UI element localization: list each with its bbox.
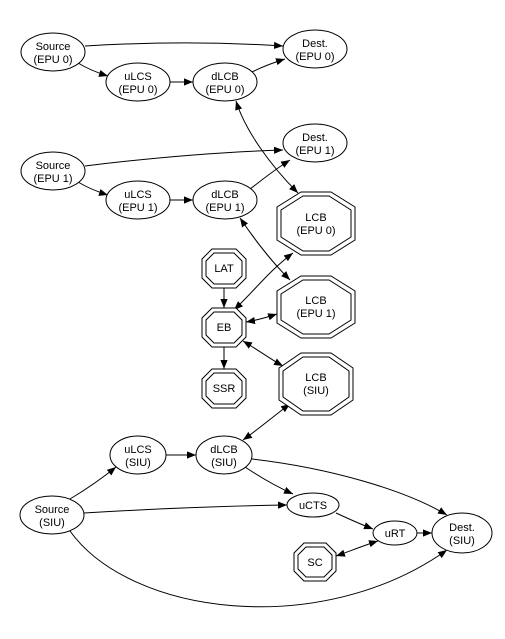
edge-dlcb-siu-to-ucts (244, 466, 294, 495)
edge-source-epu0-to-ulcs-epu0 (77, 62, 109, 77)
node-label: uCTS (299, 500, 327, 512)
node-sublabel: (EPU 0) (118, 84, 157, 96)
node-source-epu0[interactable]: Source (EPU 0) (20, 32, 86, 72)
node-label: LCB (305, 372, 326, 384)
node-lcb-epu1[interactable]: LCB (EPU 1) (276, 275, 356, 339)
node-sublabel: (EPU 1) (205, 202, 244, 214)
node-dlcb-epu0[interactable]: dLCB (EPU 0) (192, 62, 258, 102)
node-label: Source (36, 160, 71, 172)
node-lcb-epu0[interactable]: LCB (EPU 0) (276, 191, 356, 256)
edge-dlcb-siu-to-lcb-siu (242, 403, 291, 441)
node-label: dLCB (210, 444, 238, 456)
node-sublabel: (SIU) (303, 385, 329, 397)
edge-eb-to-lcb-epu1 (245, 313, 278, 325)
edge-source-siu-to-ulcs-siu (69, 466, 117, 500)
node-label: LCB (305, 212, 326, 224)
edge-dlcb-epu1-to-dest-epu1 (249, 159, 291, 190)
node-label: uLCS (124, 189, 152, 201)
node-ulcs-epu0[interactable]: uLCS (EPU 0) (105, 62, 171, 102)
edge-eb-to-lcb-siu (242, 340, 284, 367)
node-dest-epu1[interactable]: Dest. (EPU 1) (282, 123, 348, 163)
node-eb[interactable]: EB (201, 307, 247, 348)
node-source-epu1[interactable]: Source (EPU 1) (20, 151, 86, 191)
edge-source-siu-to-dest-siu (69, 530, 448, 608)
node-dlcb-siu[interactable]: dLCB (SIU) (195, 435, 253, 475)
edge-source-epu0-to-dest-epu0 (84, 41, 284, 50)
node-label: SC (307, 557, 322, 569)
node-label: Dest. (302, 132, 328, 144)
node-ulcs-epu1[interactable]: uLCS (EPU 1) (105, 180, 171, 220)
node-dlcb-epu1[interactable]: dLCB (EPU 1) (192, 180, 258, 220)
node-sublabel: (EPU 0) (205, 84, 244, 96)
node-sublabel: (EPU 0) (33, 54, 72, 66)
node-sublabel: (EPU 1) (296, 308, 335, 320)
node-ulcs-siu[interactable]: uLCS (SIU) (109, 435, 167, 475)
node-label: uRT (385, 528, 406, 540)
node-sc[interactable]: SC (293, 542, 337, 582)
node-label: dLCB (211, 189, 239, 201)
node-sublabel: (EPU 1) (295, 145, 334, 157)
node-sublabel: (EPU 0) (296, 225, 335, 237)
node-label: Dest. (302, 38, 328, 50)
edges-layer (69, 41, 448, 608)
node-sublabel: (SIU) (125, 457, 151, 469)
node-sublabel: (EPU 0) (295, 51, 334, 63)
node-dest-epu0[interactable]: Dest. (EPU 0) (282, 29, 348, 69)
edge-dlcb-epu0-to-dest-epu0 (251, 58, 286, 73)
edge-sc-to-urt (335, 540, 379, 557)
node-sublabel: (SIU) (211, 457, 237, 469)
node-urt[interactable]: uRT (372, 520, 418, 546)
node-sublabel: (SIU) (449, 535, 475, 547)
node-label: SSR (213, 383, 236, 395)
node-source-siu[interactable]: Source (SIU) (19, 495, 85, 535)
node-sublabel: (EPU 1) (33, 173, 72, 185)
nodes-layer: Source (EPU 0) Dest. (EPU 0) uLCS (EPU 0… (19, 29, 493, 582)
node-ssr[interactable]: SSR (201, 368, 247, 409)
node-lcb-siu[interactable]: LCB (SIU) (278, 352, 354, 416)
edge-dlcb-siu-to-dest-siu (251, 458, 448, 516)
edge-source-epu1-to-dest-epu1 (84, 146, 284, 167)
node-label: dLCB (211, 71, 239, 83)
node-dest-siu[interactable]: Dest. (SIU) (431, 512, 493, 554)
node-label: uLCS (124, 444, 152, 456)
node-label: LCB (305, 295, 326, 307)
edge-source-epu1-to-ulcs-epu1 (77, 181, 109, 196)
edge-eb-to-lcb-epu0 (233, 252, 294, 311)
edge-source-siu-to-ucts (83, 501, 288, 514)
node-label: LAT (214, 263, 234, 275)
node-label: uLCS (124, 71, 152, 83)
node-sublabel: (SIU) (39, 517, 65, 529)
node-lat[interactable]: LAT (201, 248, 247, 289)
edge-ucts-to-urt (335, 512, 374, 530)
node-label: Source (36, 41, 71, 53)
node-ucts[interactable]: uCTS (286, 492, 340, 518)
node-label: EB (217, 322, 232, 334)
node-label: Dest. (449, 522, 475, 534)
node-label: Source (35, 504, 70, 516)
node-sublabel: (EPU 1) (118, 202, 157, 214)
edge-dlcb-epu0-to-lcb-epu0 (235, 100, 299, 194)
